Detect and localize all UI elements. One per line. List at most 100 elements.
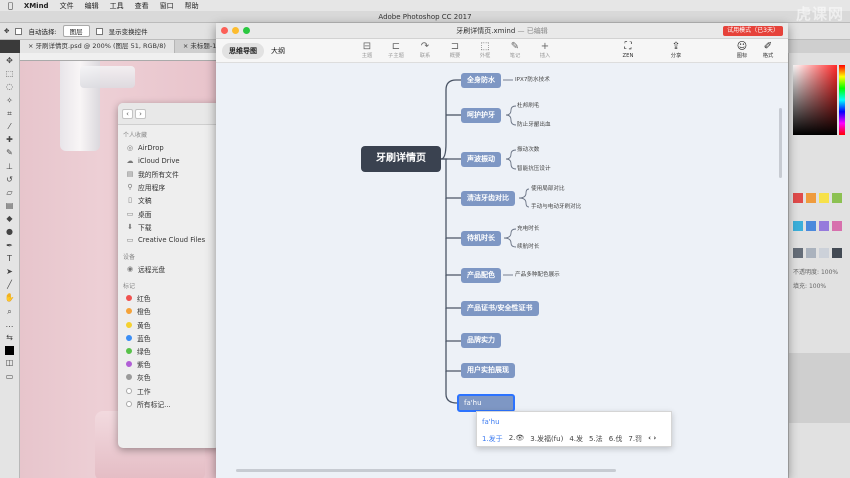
root-topic[interactable]: 牙刷详情页 [361, 146, 441, 172]
auto-select-checkbox[interactable] [15, 27, 23, 35]
subtopic-button[interactable]: ⊏子主题 [382, 41, 410, 60]
apple-icon[interactable]:  [8, 1, 13, 10]
tag-work[interactable]: 工作 [118, 384, 220, 397]
app-menu[interactable]: XMind [19, 1, 49, 10]
lasso-icon[interactable]: ◌ [6, 82, 13, 92]
sidebar-item-all-files[interactable]: ▤我的所有文件 [126, 169, 179, 179]
tag-yellow[interactable]: 黄色 [118, 318, 220, 331]
editing-topic-input[interactable]: fa'hu [457, 394, 515, 412]
pen-icon[interactable]: ✒ [6, 240, 13, 250]
stamp-icon[interactable]: ⊥ [6, 161, 13, 171]
sidebar-item-downloads[interactable]: ⬇下载 [127, 222, 152, 232]
mindmap-canvas[interactable]: 牙刷详情页 全身防水 IPX7防水技术 呵护护牙 杜邦刷毛 防止牙龈出血 声波振… [216, 63, 788, 478]
layer-dropdown[interactable]: 图层 [62, 25, 90, 37]
hue-slider[interactable] [839, 65, 845, 135]
leaf-dupont-bristles[interactable]: 杜邦刷毛 [517, 103, 540, 109]
sidebar-item-airdrop[interactable]: ◎AirDrop [126, 143, 164, 152]
ime-candidate[interactable]: 6.伐 [608, 435, 623, 443]
summary-button[interactable]: ⊐概要 [441, 41, 469, 60]
leaf-manual-electric[interactable]: 手动与电动牙刷对比 [531, 204, 582, 210]
branch-colors[interactable]: 产品配色 [461, 268, 501, 283]
minimize-button[interactable] [232, 27, 239, 34]
leaf-battery-life[interactable]: 续航时长 [517, 244, 540, 250]
layers-panel[interactable] [789, 353, 850, 423]
branch-gum-care[interactable]: 呵护护牙 [461, 108, 501, 123]
history-brush-icon[interactable]: ↺ [6, 174, 13, 184]
note-button[interactable]: ✎笔记 [501, 41, 529, 60]
leaf-partial-compare[interactable]: 使用局部对比 [531, 186, 565, 192]
sidebar-item-desktop[interactable]: ▭桌面 [126, 209, 152, 219]
menu-help[interactable]: 帮助 [179, 1, 199, 10]
boundary-button[interactable]: ⬚外框 [471, 41, 499, 60]
menu-tools[interactable]: 工具 [104, 1, 124, 10]
ime-candidate[interactable]: 2.👁 [508, 434, 525, 442]
ime-candidate[interactable]: 1.发于 [482, 435, 503, 443]
leaf-vibration-count[interactable]: 振动次数 [517, 147, 540, 153]
trial-badge[interactable]: 试用模式（已3天） [723, 26, 783, 36]
leaf-ipx7[interactable]: IPX7防水技术 [515, 77, 550, 83]
branch-waterproof[interactable]: 全身防水 [461, 73, 501, 88]
dodge-icon[interactable]: ● [6, 227, 13, 237]
blur-icon[interactable]: ◆ [6, 214, 13, 224]
menu-file[interactable]: 文件 [54, 1, 74, 10]
ime-page-nav[interactable]: ‹ › [648, 434, 657, 442]
sidebar-item-documents[interactable]: ▯文稿 [118, 194, 220, 207]
relation-button[interactable]: ↷联系 [411, 41, 439, 60]
color-picker-field[interactable] [793, 65, 837, 135]
marquee-icon[interactable]: ⬚ [5, 69, 14, 79]
eraser-icon[interactable]: ▱ [6, 187, 13, 197]
leaf-charge-time[interactable]: 充电时长 [517, 226, 540, 232]
ime-candidate[interactable]: 3.发福(fu) [530, 435, 564, 443]
zoom-icon[interactable]: ⌕ [7, 306, 12, 316]
sidebar-item-creative-cloud[interactable]: ▭Creative Cloud Files [126, 235, 206, 244]
sidebar-item-icloud[interactable]: ☁iCloud Drive [126, 156, 180, 165]
magic-wand-icon[interactable]: ✧ [6, 95, 13, 105]
tag-red[interactable]: 红色 [118, 292, 220, 305]
insert-button[interactable]: +插入 [531, 41, 559, 60]
vertical-scrollbar[interactable] [779, 108, 782, 178]
tag-all[interactable]: 所有标记... [118, 397, 220, 410]
foreground-color-icon[interactable] [5, 346, 14, 356]
show-transform-checkbox[interactable] [95, 27, 103, 35]
tag-gray[interactable]: 灰色 [118, 371, 220, 384]
branch-cleaning-compare[interactable]: 清洁牙齿对比 [461, 191, 515, 206]
gradient-icon[interactable]: ▤ [5, 201, 14, 211]
leaf-pressure-design[interactable]: 智能抗压设计 [517, 166, 551, 172]
topic-button[interactable]: ⊟主题 [353, 41, 381, 60]
leaf-prevent-bleeding[interactable]: 防止牙龈出血 [517, 122, 551, 128]
color-swap-icon[interactable]: ⇆ [6, 332, 13, 342]
ime-candidate[interactable]: 4.发 [569, 435, 583, 443]
forward-button[interactable]: › [135, 108, 146, 119]
branch-user-photos[interactable]: 用户实拍展现 [461, 363, 515, 378]
tag-orange[interactable]: 橙色 [118, 305, 220, 318]
screen-mode-icon[interactable]: ▭ [5, 371, 14, 381]
branch-certificates[interactable]: 产品证书/安全性证书 [461, 301, 539, 316]
crop-icon[interactable]: ⌗ [7, 108, 12, 118]
doc-tab-main[interactable]: × 牙刷详情页.psd @ 200% (图层 51, RGB/8) [20, 40, 175, 53]
move-icon[interactable]: ✥ [6, 56, 13, 65]
share-button[interactable]: ⇪分享 [662, 41, 690, 60]
healing-icon[interactable]: ✚ [6, 135, 13, 145]
menu-edit[interactable]: 编辑 [79, 1, 99, 10]
horizontal-scrollbar[interactable] [236, 469, 616, 472]
zoom-button[interactable] [243, 27, 250, 34]
brush-icon[interactable]: ✎ [6, 148, 13, 158]
sidebar-item-remote-disc[interactable]: ◉远程光盘 [126, 265, 166, 275]
type-icon[interactable]: T [7, 253, 12, 263]
back-button[interactable]: ‹ [122, 108, 133, 119]
ime-candidate[interactable]: 7.罚 [628, 435, 643, 443]
branch-standby[interactable]: 待机时长 [461, 231, 501, 246]
menu-window[interactable]: 窗口 [154, 1, 174, 10]
tab-mindmap[interactable]: 思维导图 [222, 43, 264, 59]
path-select-icon[interactable]: ➤ [6, 267, 13, 276]
icon-panel-button[interactable]: ☺图标 [728, 41, 756, 60]
quick-mask-icon[interactable]: ◫ [5, 358, 14, 368]
ime-candidate[interactable]: 5.法 [589, 435, 603, 443]
format-button[interactable]: ✐格式 [754, 41, 782, 60]
line-icon[interactable]: ╱ [7, 280, 12, 290]
tab-outline[interactable]: 大纲 [271, 47, 285, 55]
tag-purple[interactable]: 紫色 [118, 358, 220, 371]
more-tools-icon[interactable]: … [5, 319, 14, 329]
sidebar-item-apps[interactable]: ⚲应用程序 [127, 183, 166, 193]
leaf-color-display[interactable]: 产品多种配色展示 [515, 272, 560, 278]
